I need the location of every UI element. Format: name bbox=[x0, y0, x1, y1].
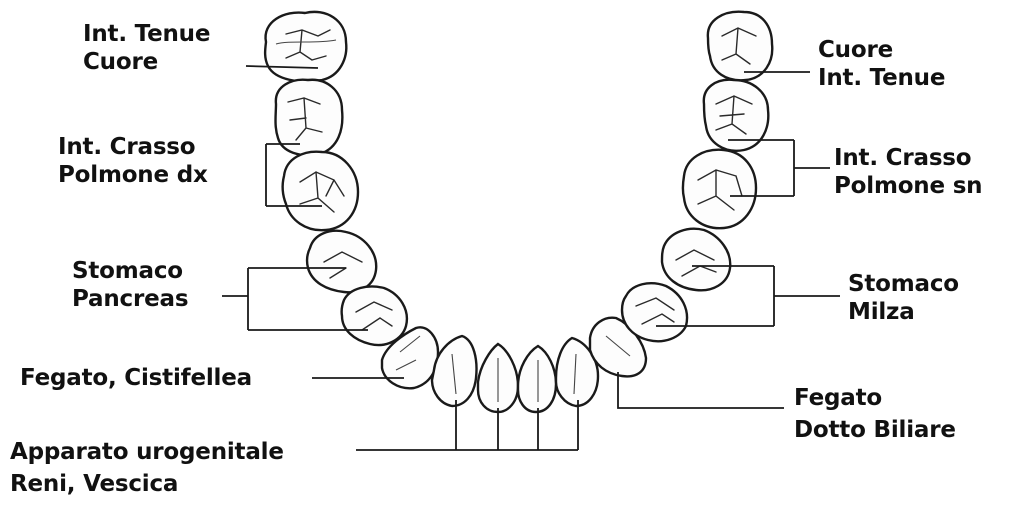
label-line: Polmone sn bbox=[834, 172, 982, 200]
right-first-premolar bbox=[622, 283, 687, 341]
label-int-crasso-polmone-sn: Int. Crasso Polmone sn bbox=[834, 144, 982, 200]
label-int-crasso-polmone-dx: Int. Crasso Polmone dx bbox=[58, 133, 208, 189]
label-apparato-urogenitale: Apparato urogenitale Reni, Vescica bbox=[10, 436, 284, 500]
label-line: Int. Crasso bbox=[58, 133, 208, 161]
label-line: Pancreas bbox=[72, 285, 188, 313]
label-fegato-dotto-biliare: Fegato Dotto Biliare bbox=[794, 382, 956, 446]
label-line: Dotto Biliare bbox=[794, 414, 956, 446]
label-fegato-cistifellea: Fegato, Cistifellea bbox=[20, 364, 252, 392]
label-line: Polmone dx bbox=[58, 161, 208, 189]
left-third-molar bbox=[265, 12, 346, 82]
label-line: Cuore bbox=[818, 36, 945, 64]
leader-fegato-dotto-biliare bbox=[618, 372, 784, 408]
label-int-tenue-cuore: Int. Tenue Cuore bbox=[83, 20, 210, 76]
label-line: Milza bbox=[848, 298, 959, 326]
label-stomaco-pancreas: Stomaco Pancreas bbox=[72, 257, 188, 313]
label-stomaco-milza: Stomaco Milza bbox=[848, 270, 959, 326]
right-first-molar bbox=[683, 150, 756, 228]
label-line: Int. Crasso bbox=[834, 144, 982, 172]
label-line: Stomaco bbox=[848, 270, 959, 298]
label-cuore-int-tenue: Cuore Int. Tenue bbox=[818, 36, 945, 92]
label-line: Apparato urogenitale bbox=[10, 436, 284, 468]
label-line: Stomaco bbox=[72, 257, 188, 285]
label-line: Fegato, Cistifellea bbox=[20, 364, 252, 392]
left-first-premolar bbox=[342, 287, 407, 346]
right-third-molar bbox=[708, 12, 772, 81]
label-line: Int. Tenue bbox=[818, 64, 945, 92]
left-second-premolar bbox=[307, 231, 376, 293]
right-central-incisor bbox=[518, 346, 556, 412]
label-line: Cuore bbox=[83, 48, 210, 76]
label-line: Fegato bbox=[794, 382, 956, 414]
left-central-incisor bbox=[478, 344, 518, 412]
label-line: Int. Tenue bbox=[83, 20, 210, 48]
label-line: Reni, Vescica bbox=[10, 468, 284, 500]
left-first-molar bbox=[283, 152, 358, 231]
right-second-premolar bbox=[662, 229, 730, 291]
